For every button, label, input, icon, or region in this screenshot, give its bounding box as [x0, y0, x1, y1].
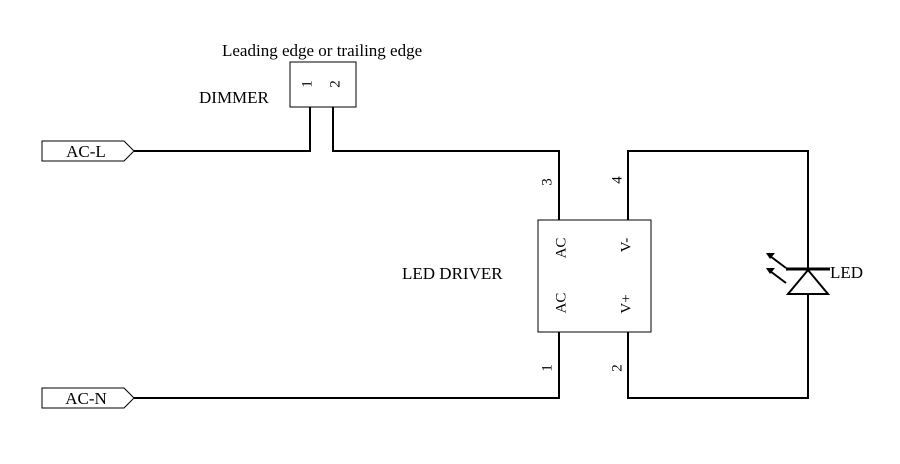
ac-l-terminal: [41, 140, 135, 162]
driver-label: LED DRIVER: [402, 264, 503, 283]
pin-1-label: 1: [539, 364, 555, 372]
dimmer-mode-label: Leading edge or trailing edge: [222, 41, 422, 60]
ac-n-label: AC-N: [65, 389, 107, 408]
dimmer-box: [289, 61, 357, 108]
pin-4-label: 4: [609, 176, 625, 184]
pin-2-label: 2: [609, 364, 625, 372]
wire-vpos-to-led: [627, 294, 809, 399]
wire-acl-to-dimmer: [134, 107, 311, 152]
driver-pin-ac-bottom: AC: [553, 293, 569, 314]
dimmer-pin-1-label: 1: [299, 80, 315, 88]
led-light-arrows-icon: [766, 253, 787, 284]
dimmer-label: DIMMER: [199, 88, 270, 107]
wire-acn-to-driver: [134, 332, 560, 399]
pin-3-label: 3: [539, 178, 555, 186]
dimmer-pin-2-label: 2: [327, 80, 343, 88]
driver-box: [537, 219, 652, 333]
ac-n-terminal: [41, 387, 135, 409]
driver-pin-vpos: V+: [618, 294, 634, 313]
led-label: LED: [830, 263, 863, 282]
driver-pin-ac-top: AC: [553, 238, 569, 259]
led-symbol: [785, 267, 831, 295]
wire-vneg-to-led: [627, 150, 809, 268]
led-triangle: [785, 268, 831, 295]
wire-dimmer-to-driver: [332, 107, 560, 220]
ac-l-label: AC-L: [66, 142, 106, 161]
driver-pin-vneg: V-: [618, 238, 634, 252]
